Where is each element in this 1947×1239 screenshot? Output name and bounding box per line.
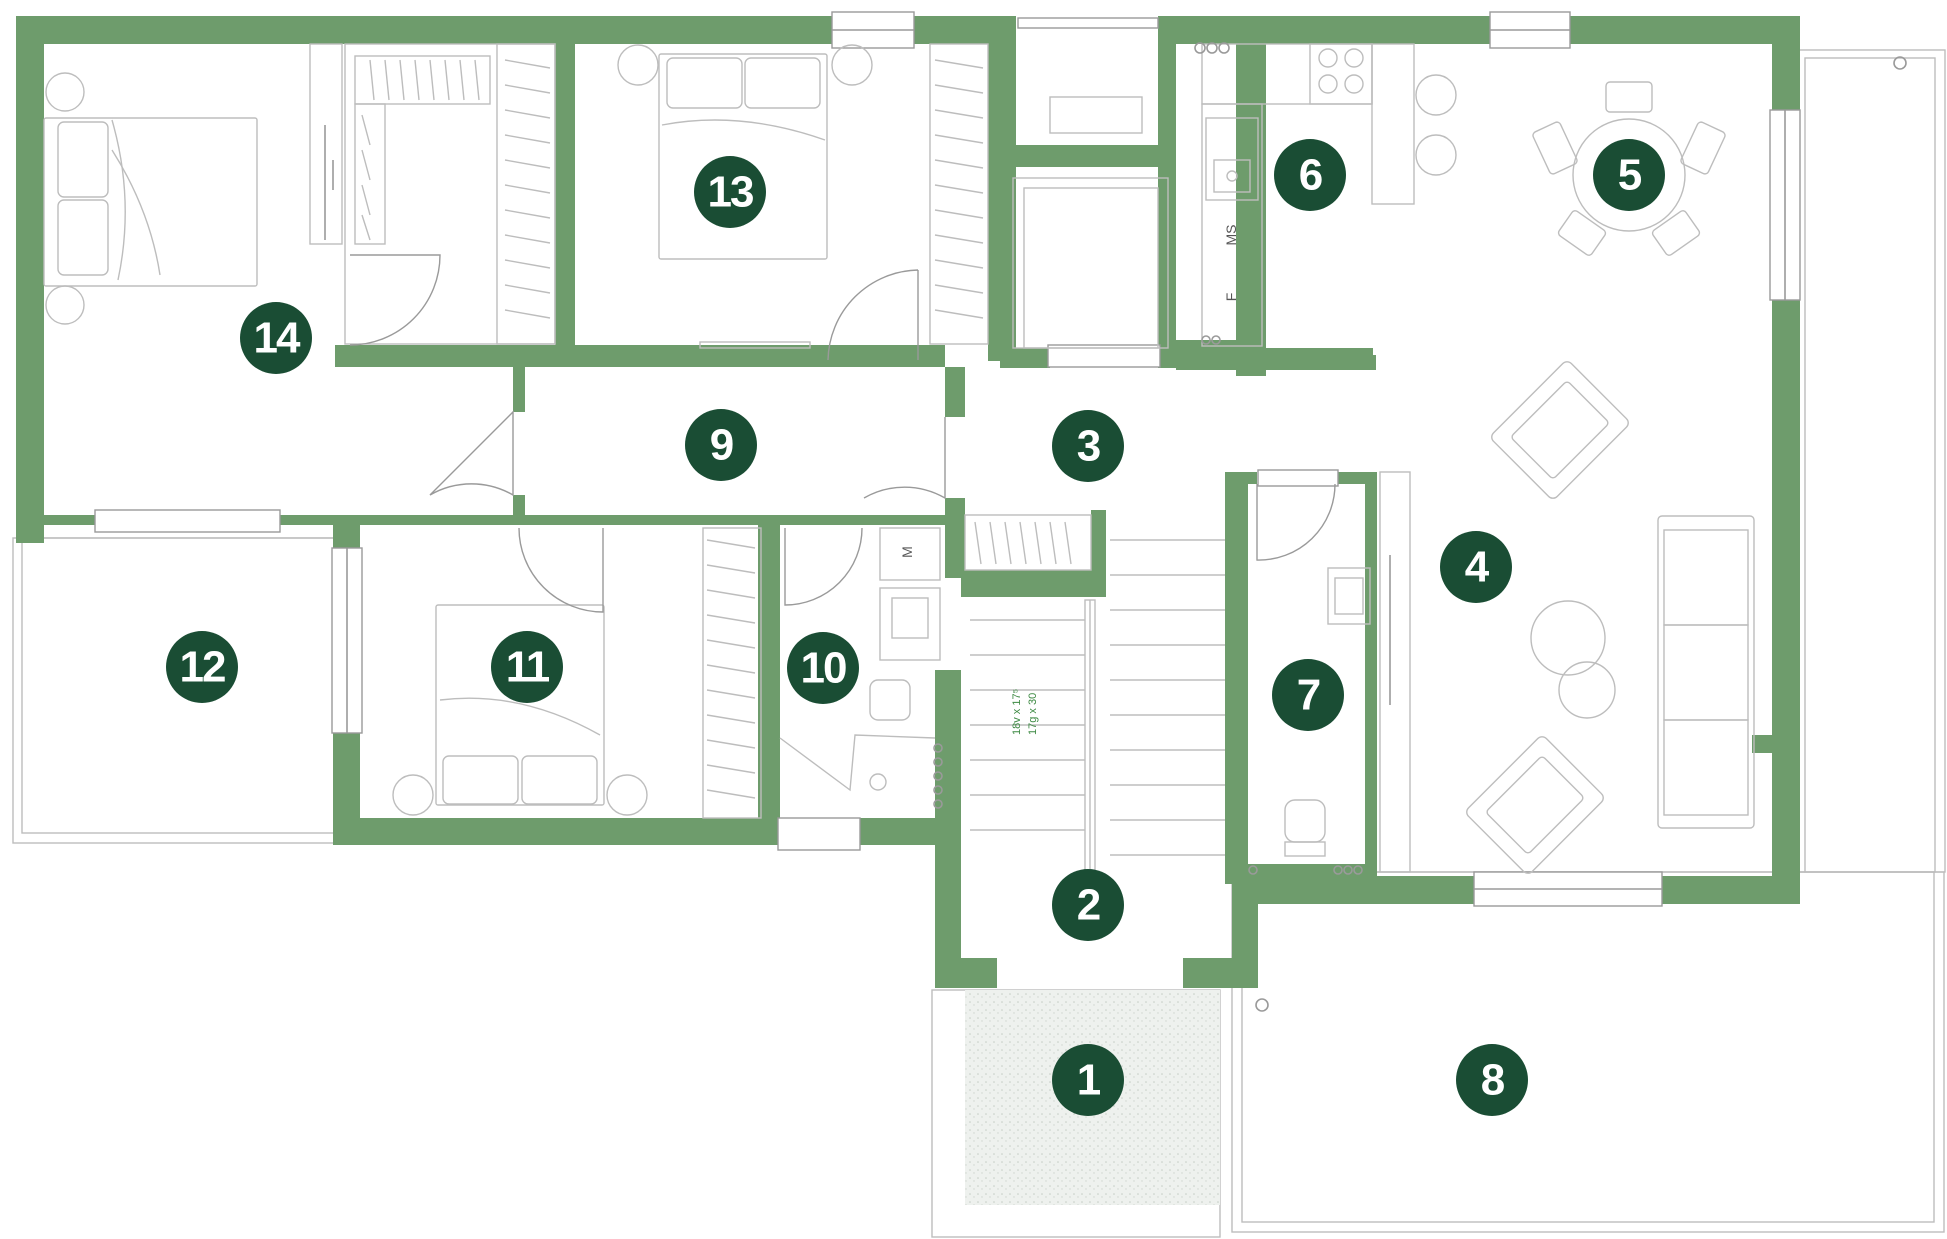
kitchen-ms-label: MS: [1223, 225, 1239, 246]
room-number-11: 11: [506, 643, 550, 692]
kitchen-6: MS F: [1194, 42, 1457, 347]
room-badge-6: 6: [1274, 139, 1346, 211]
bath-10: M: [779, 527, 943, 809]
room-badge-8: 8: [1456, 1044, 1528, 1116]
room-number-1: 1: [1077, 1056, 1101, 1105]
bath-m-label: M: [899, 546, 915, 558]
room-badge-7: 7: [1272, 659, 1344, 731]
stair-spec-line1: 18v x 17⁵: [1011, 689, 1023, 735]
room-badge-4: 4: [1440, 531, 1512, 603]
bedroom-13-furniture: [617, 43, 989, 361]
room-badge-14: 14: [240, 302, 312, 374]
walls: [16, 16, 1800, 988]
room-number-6: 6: [1299, 151, 1322, 200]
bedroom-14-furniture: [43, 43, 343, 325]
room-badge-3: 3: [1052, 410, 1124, 482]
shaft: [1012, 96, 1169, 349]
room-badge-11: 11: [491, 631, 563, 703]
room-number-4: 4: [1465, 543, 1490, 592]
room-badge-10: 10: [787, 632, 859, 704]
room-badge-13: 13: [694, 156, 766, 228]
room-number-3: 3: [1077, 422, 1100, 471]
room-badge-9: 9: [685, 409, 757, 481]
corridor-9-doors: [429, 410, 946, 500]
bedroom-11-furniture: [392, 527, 762, 819]
room-number-7: 7: [1297, 671, 1320, 720]
room-badges: 1 2 3 4 5 6 7 8: [166, 139, 1665, 1116]
windows: [94, 11, 1801, 907]
stair-spec-line2: 17g x 30: [1027, 693, 1039, 735]
room-number-13: 13: [708, 168, 753, 217]
room-badge-1: 1: [1052, 1044, 1124, 1116]
room-badge-5: 5: [1593, 139, 1665, 211]
terrace-outlines: [12, 49, 1946, 1238]
room-number-12: 12: [180, 643, 225, 692]
room-number-14: 14: [254, 314, 301, 363]
room-number-2: 2: [1077, 881, 1100, 930]
kitchen-f-label: F: [1223, 293, 1239, 302]
room-badge-12: 12: [166, 631, 238, 703]
room-number-9: 9: [710, 421, 733, 470]
room-number-5: 5: [1618, 151, 1642, 200]
walkin-closet: [344, 43, 556, 346]
bath-7: [1248, 483, 1391, 875]
room-number-8: 8: [1481, 1056, 1505, 1105]
room-number-10: 10: [801, 644, 846, 693]
living-dining-furniture: [1379, 81, 1755, 874]
room-badge-2: 2: [1052, 869, 1124, 941]
